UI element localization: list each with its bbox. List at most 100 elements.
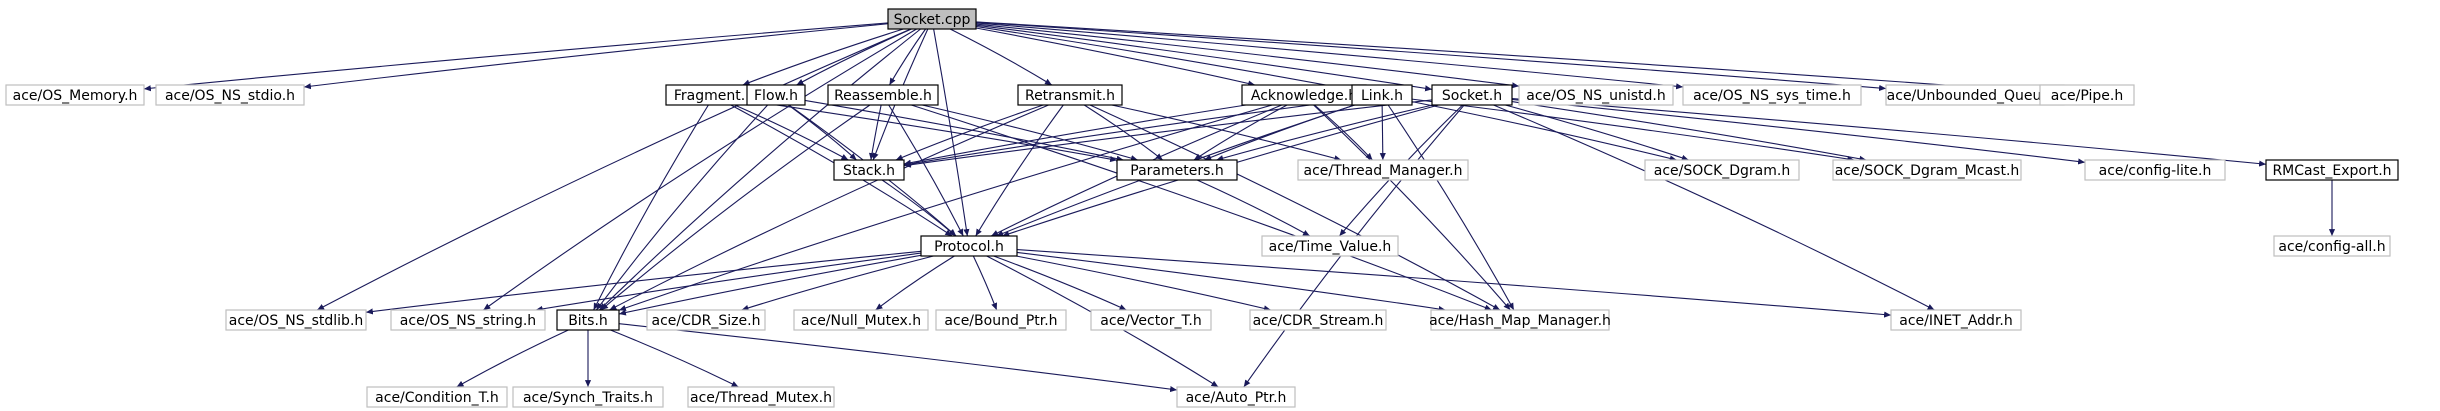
node-acknowledge[interactable]: Acknowledge.h — [1241, 84, 1367, 106]
node-cdr-stream[interactable]: ace/CDR_Stream.h — [1249, 309, 1387, 331]
node-label: ace/OS_Memory.h — [13, 88, 138, 104]
node-bits[interactable]: Bits.h — [556, 309, 620, 331]
edge-socket_cpp-to-socket_h — [975, 24, 1433, 92]
node-box — [155, 84, 305, 106]
node-box — [1017, 84, 1123, 106]
node-box — [833, 159, 905, 181]
node-label: ace/CDR_Stream.h — [1253, 313, 1384, 329]
node-box — [390, 309, 546, 331]
node-os-ns-sys-time[interactable]: ace/OS_NS_sys_time.h — [1682, 84, 1862, 106]
node-box — [1297, 159, 1469, 181]
node-cdr-size[interactable]: ace/CDR_Size.h — [646, 309, 766, 331]
node-label: ace/OS_NS_stdio.h — [165, 88, 295, 104]
node-thread-manager[interactable]: ace/Thread_Manager.h — [1297, 159, 1469, 181]
node-rmcast-export[interactable]: RMCast_Export.h — [2265, 159, 2399, 181]
node-bound-ptr[interactable]: ace/Bound_Ptr.h — [935, 309, 1067, 331]
node-box — [2273, 235, 2391, 257]
node-flow[interactable]: Flow.h — [746, 84, 806, 106]
edge-socket_cpp-to-os_ns_sys_time — [975, 22, 1684, 90]
node-label: Link.h — [1361, 88, 1403, 104]
edge-acknowledge-to-thread_manager — [1314, 104, 1373, 161]
node-box — [512, 386, 664, 408]
node-label: ace/OS_NS_stdlib.h — [229, 313, 364, 329]
node-inet-addr[interactable]: ace/INET_Addr.h — [1890, 309, 2022, 331]
node-reassemble[interactable]: Reassemble.h — [827, 84, 939, 106]
node-hash-map-manager[interactable]: ace/Hash_Map_Manager.h — [1429, 309, 1611, 331]
node-box — [2265, 159, 2399, 181]
node-os-memory[interactable]: ace/OS_Memory.h — [5, 84, 145, 106]
edge-socket_cpp-to-pipe — [975, 21, 2041, 95]
node-box — [1682, 84, 1862, 106]
node-os-ns-stdio[interactable]: ace/OS_NS_stdio.h — [155, 84, 305, 106]
node-box — [1176, 386, 1296, 408]
node-box — [746, 84, 806, 106]
node-auto-ptr[interactable]: ace/Auto_Ptr.h — [1176, 386, 1296, 408]
edge-link-to-stack — [903, 98, 1353, 167]
edge-bits-to-thread_mutex — [610, 329, 739, 388]
node-box — [935, 309, 1067, 331]
node-vector-t[interactable]: ace/Vector_T.h — [1090, 309, 1212, 331]
node-time-value[interactable]: ace/Time_Value.h — [1261, 235, 1399, 257]
node-box — [5, 84, 145, 106]
node-stack[interactable]: Stack.h — [833, 159, 905, 181]
node-link[interactable]: Link.h — [1351, 84, 1413, 106]
node-box — [1116, 159, 1238, 181]
edge-socket_h-to-config_lite — [1511, 98, 2086, 165]
node-null-mutex[interactable]: ace/Null_Mutex.h — [793, 309, 929, 331]
edge-reassemble-to-parameters — [922, 104, 1138, 162]
edge-link-to-hash_map_manager — [1387, 104, 1515, 311]
node-box — [1890, 309, 2022, 331]
edge-protocol-to-hash_map_manager — [1016, 251, 1446, 313]
node-socket-h[interactable]: Socket.h — [1431, 84, 1513, 106]
node-synch-traits[interactable]: ace/Synch_Traits.h — [512, 386, 664, 408]
node-label: ace/Bound_Ptr.h — [944, 313, 1057, 329]
node-protocol[interactable]: Protocol.h — [920, 235, 1018, 257]
node-parameters[interactable]: Parameters.h — [1116, 159, 1238, 181]
edge-socket_h-to-inet_addr — [1493, 104, 1935, 311]
file-nodes: Socket.cpp ace/OS_Memory.h ace/OS_NS_stdio… — [5, 8, 2399, 408]
edge-socket_cpp-to-os_memory — [143, 22, 889, 92]
node-sock-dgram[interactable]: ace/SOCK_Dgram.h — [1644, 159, 1800, 181]
node-condition-t[interactable]: ace/Condition_T.h — [366, 386, 508, 408]
edge-socket_h-to-parameters — [1216, 104, 1433, 162]
edge-link-to-sock_dgram_mcast — [1411, 98, 1855, 162]
node-thread-mutex[interactable]: ace/Thread_Mutex.h — [687, 386, 835, 408]
edge-reassemble-to-stack — [868, 104, 882, 161]
node-label: ace/SOCK_Dgram_Mcast.h — [1835, 163, 2020, 179]
node-config-all[interactable]: ace/config-all.h — [2273, 235, 2391, 257]
node-os-ns-unistd[interactable]: ace/OS_NS_unistd.h — [1518, 84, 1674, 106]
node-label: ace/Hash_Map_Manager.h — [1429, 313, 1611, 329]
edge-link-to-sock_dgram — [1411, 101, 1677, 162]
node-unbounded-queue[interactable]: ace/Unbounded_Queue.h — [1885, 84, 2065, 106]
node-box — [366, 386, 508, 408]
edge-socket_cpp-to-os_ns_unistd — [975, 23, 1520, 89]
edge-retransmit-to-stack — [895, 104, 1044, 161]
node-label: ace/SOCK_Dgram.h — [1654, 163, 1790, 179]
node-label: Bits.h — [568, 313, 608, 329]
edge-protocol-to-bound_ptr — [972, 255, 998, 311]
node-sock-dgram-mcast[interactable]: ace/SOCK_Dgram_Mcast.h — [1832, 159, 2022, 181]
node-config-lite[interactable]: ace/config-lite.h — [2084, 159, 2226, 181]
edge-socket_cpp-to-retransmit — [949, 28, 1053, 86]
node-fragment[interactable]: Fragment.h — [665, 84, 763, 106]
node-box — [1644, 159, 1800, 181]
edge-acknowledge-to-hash_map_manager — [1313, 104, 1511, 311]
edge-protocol-to-os_ns_stdlib — [365, 250, 922, 315]
node-os-ns-string[interactable]: ace/OS_NS_string.h — [390, 309, 546, 331]
edge-stack-to-protocol — [881, 179, 957, 237]
node-label: ace/Vector_T.h — [1100, 313, 1201, 329]
node-retransmit[interactable]: Retransmit.h — [1017, 84, 1123, 106]
edge-socket_cpp-to-fragment — [742, 28, 904, 86]
node-socket-cpp[interactable]: Socket.cpp — [887, 8, 977, 30]
node-pipe[interactable]: ace/Pipe.h — [2039, 84, 2135, 106]
node-os-ns-stdlib[interactable]: ace/OS_NS_stdlib.h — [225, 309, 367, 331]
node-box — [2084, 159, 2226, 181]
node-box — [887, 8, 977, 30]
node-label: Socket.h — [1442, 88, 1502, 104]
edge-flow-to-parameters — [804, 99, 1124, 162]
node-box — [1090, 309, 1212, 331]
node-label: ace/Unbounded_Queue.h — [1887, 88, 2064, 104]
node-label: Fragment.h — [674, 88, 754, 104]
edge-socket_cpp-to-acknowledge — [975, 27, 1256, 87]
